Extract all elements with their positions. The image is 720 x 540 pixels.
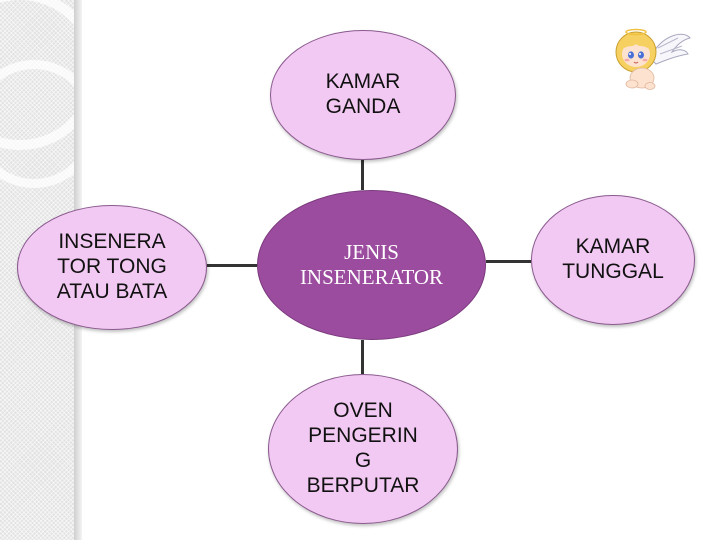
node-insenerator-tong: INSENERA TOR TONG ATAU BATA (17, 205, 207, 330)
connector-right (486, 260, 531, 263)
node-jenis-insenerator: JENIS INSENERATOR (257, 190, 486, 340)
node-oven-pengering: OVEN PENGERIN G BERPUTAR (268, 374, 458, 524)
connector-left (207, 264, 257, 267)
node-kamar-tunggal: KAMAR TUNGGAL (531, 195, 695, 325)
node-label: KAMAR GANDA (325, 70, 401, 118)
node-label: OVEN PENGERIN G BERPUTAR (306, 399, 420, 497)
node-label: KAMAR TUNGGAL (562, 235, 664, 283)
connector-top (361, 160, 364, 190)
decorative-circle (0, 60, 82, 188)
node-label: INSENERA TOR TONG ATAU BATA (56, 230, 168, 303)
angel-cherub-icon (615, 28, 691, 90)
center-label: JENIS INSENERATOR (299, 240, 444, 289)
node-kamar-ganda: KAMAR GANDA (270, 30, 456, 160)
connector-bottom (361, 340, 364, 374)
